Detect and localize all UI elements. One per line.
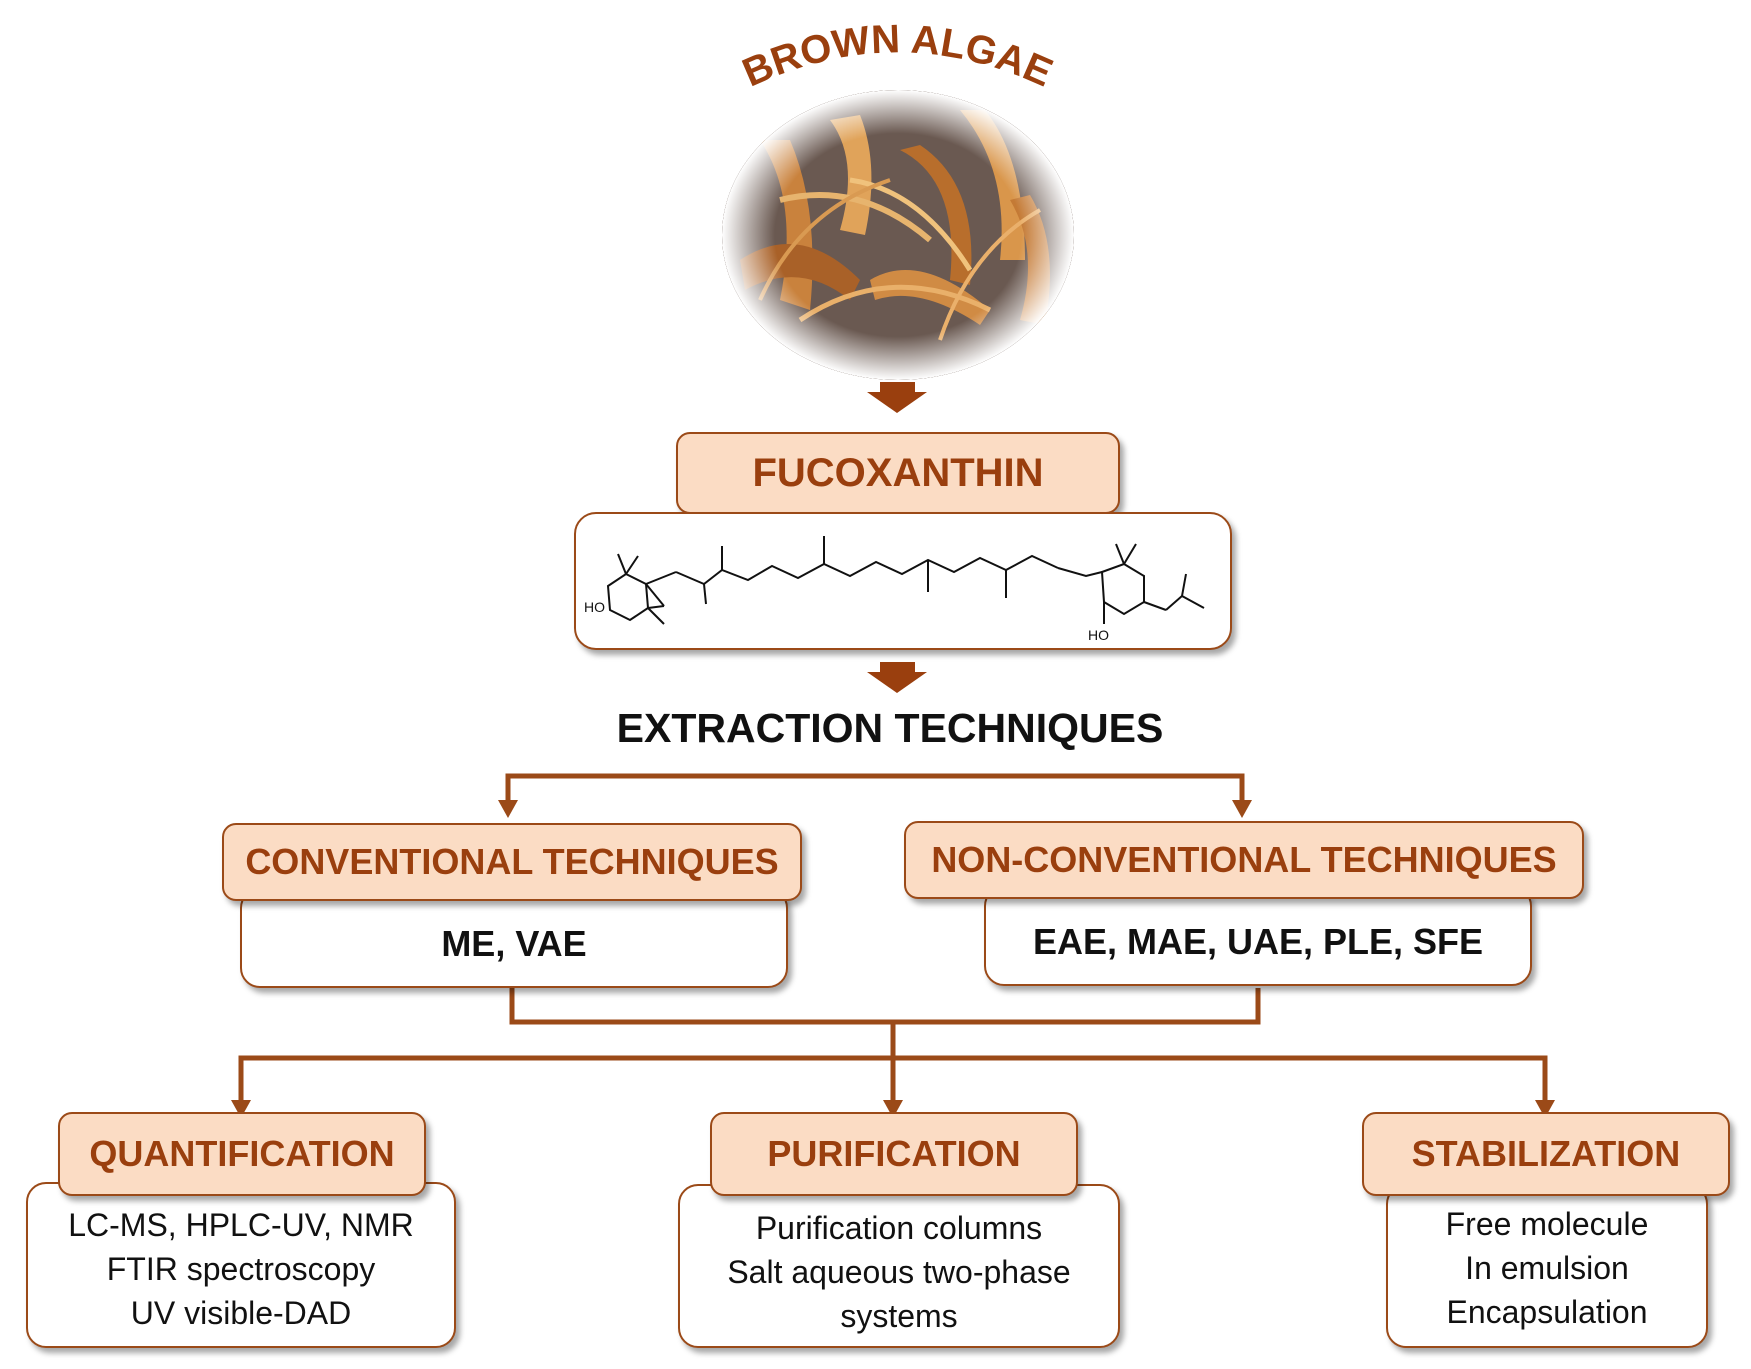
split-connector: [505, 773, 1245, 800]
fucoxanthin-structure: HO HO: [584, 536, 1205, 643]
ho-right-label: HO: [1088, 627, 1109, 643]
conventional-methods-box: ME, VAE: [240, 888, 788, 988]
quantification-title: QUANTIFICATION: [89, 1133, 395, 1174]
purification-item: Purification columns: [755, 1210, 1043, 1246]
arrow-down-1: [867, 382, 927, 413]
brown-algae-image: [722, 90, 1074, 380]
purification-box: PURIFICATION: [710, 1112, 1078, 1196]
merge-connector: [238, 988, 1548, 1100]
stabilization-item: Encapsulation: [1446, 1294, 1648, 1330]
purification-title: PURIFICATION: [767, 1133, 1021, 1174]
stabilization-item: Free molecule: [1445, 1206, 1649, 1242]
brown-algae-title: BROWN ALGAE: [736, 17, 1058, 95]
extraction-techniques-title: EXTRACTION TECHNIQUES: [500, 700, 1280, 756]
purification-item: systems: [840, 1298, 958, 1334]
stabilization-item: In emulsion: [1465, 1250, 1629, 1286]
quantification-item: LC-MS, HPLC-UV, NMR: [68, 1207, 414, 1243]
purification-items-box: Purification columns Salt aqueous two-ph…: [678, 1184, 1120, 1348]
conventional-methods: ME, VAE: [441, 923, 587, 964]
quantification-items-box: LC-MS, HPLC-UV, NMR FTIR spectroscopy UV…: [26, 1182, 456, 1348]
conventional-title: CONVENTIONAL TECHNIQUES: [245, 841, 779, 882]
quantification-item: UV visible-DAD: [130, 1295, 352, 1331]
conventional-techniques-box: CONVENTIONAL TECHNIQUES: [222, 823, 802, 901]
quantification-box: QUANTIFICATION: [58, 1112, 426, 1196]
stabilization-items-box: Free molecule In emulsion Encapsulation: [1386, 1184, 1708, 1348]
fucoxanthin-box: FUCOXANTHIN: [676, 432, 1120, 514]
arrow-down-2: [867, 662, 927, 693]
ho-left-label: HO: [584, 599, 605, 615]
stabilization-box: STABILIZATION: [1362, 1112, 1730, 1196]
stabilization-title: STABILIZATION: [1411, 1133, 1681, 1174]
chemical-structure-box: HO HO: [574, 512, 1232, 650]
extraction-title-text: EXTRACTION TECHNIQUES: [616, 704, 1164, 751]
non-conventional-title: NON-CONVENTIONAL TECHNIQUES: [931, 839, 1557, 880]
purification-item: Salt aqueous two-phase: [727, 1254, 1071, 1290]
fucoxanthin-title: FUCOXANTHIN: [752, 450, 1044, 495]
quantification-item: FTIR spectroscopy: [106, 1251, 376, 1287]
non-conventional-methods: EAE, MAE, UAE, PLE, SFE: [1032, 921, 1484, 962]
non-conventional-techniques-box: NON-CONVENTIONAL TECHNIQUES: [904, 821, 1584, 899]
non-conventional-methods-box: EAE, MAE, UAE, PLE, SFE: [984, 886, 1532, 986]
